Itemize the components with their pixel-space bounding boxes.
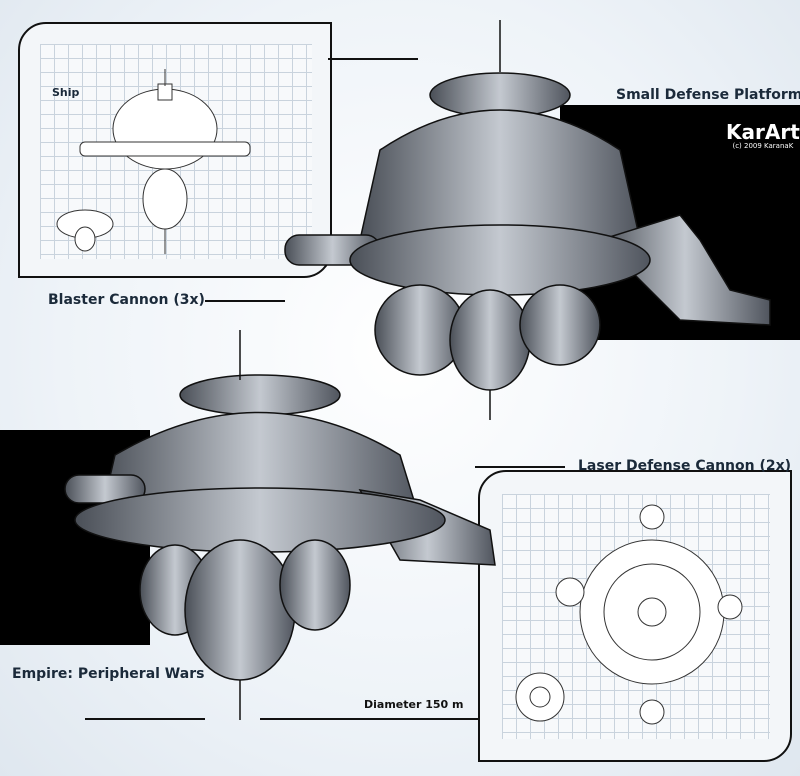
logo-copyright: (c) 2009 KaranaK [732,142,794,150]
diameter-label: Diameter 150 m [364,698,464,711]
game-title-label: Empire: Peripheral Wars [12,666,205,682]
blaster-cannon-label: Blaster Cannon (3x) [48,292,205,308]
station-render-right [284,20,771,420]
ship-label: Ship [52,86,80,99]
logo-name: KarArt [726,120,800,144]
station-side-schematic [56,69,251,254]
leader-line [328,58,418,60]
karart-logo: KarArt (c) 2009 KaranaK [726,122,800,150]
leader-line [205,300,285,302]
station-top-schematic [515,504,743,725]
blueprint-panel-top [478,470,792,762]
leader-line [475,466,565,468]
station-render-left [64,330,496,720]
laser-cannon-label: Laser Defense Cannon (2x) [578,458,792,474]
leader-line [85,718,205,720]
leader-line [260,718,480,720]
title-label: Small Defense Platform [616,87,800,103]
blueprint-panel-side: Ship [18,22,332,278]
